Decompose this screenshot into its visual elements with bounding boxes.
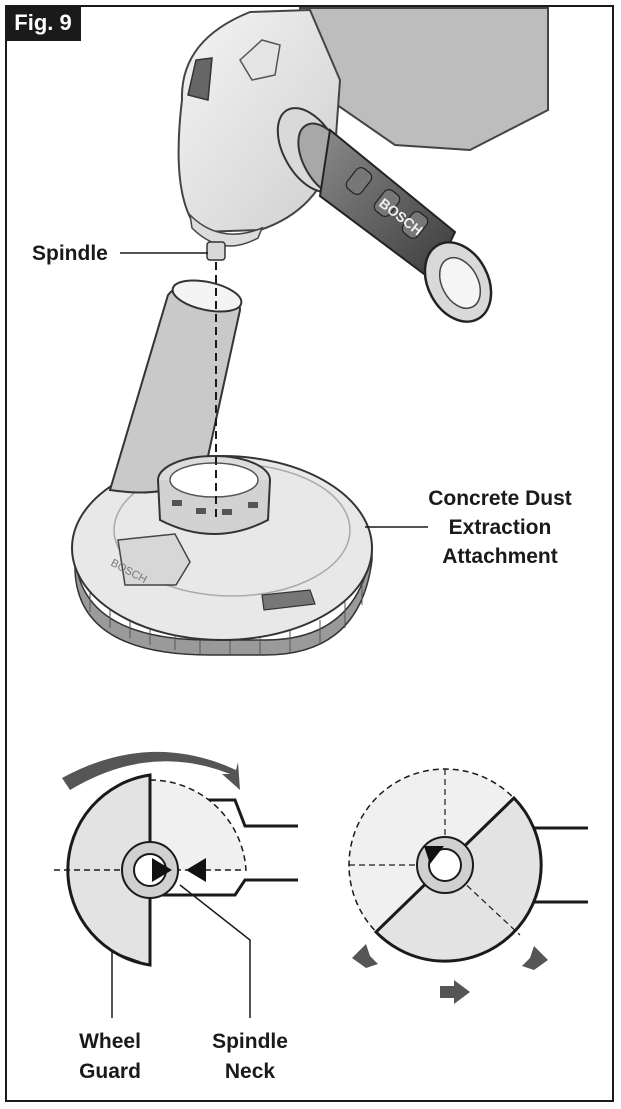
- figure-frame: [5, 5, 614, 1102]
- spindle-neck-label-line2: Neck: [225, 1060, 276, 1083]
- push-arrow-right: [522, 946, 548, 970]
- push-arrow-bottom: [440, 980, 470, 1004]
- attachment-label-line3: Attachment: [442, 545, 558, 568]
- rotated-marker-triangle: [424, 846, 444, 864]
- neck-marker-triangle: [186, 858, 206, 882]
- detail-right: [348, 768, 588, 1004]
- angle-grinder: BOSCH: [177, 7, 549, 323]
- spindle-shaft: [206, 241, 226, 261]
- dust-extraction-attachment: BOSCH: [71, 279, 373, 656]
- push-arrow-left: [352, 944, 378, 968]
- wheel-guard-label-line1: Wheel: [79, 1030, 141, 1053]
- rotation-arrow: [62, 751, 240, 790]
- spindle-neck-label-line1: Spindle: [212, 1030, 288, 1053]
- attachment-label-line2: Extraction: [449, 516, 552, 539]
- attachment-label-line1: Concrete Dust: [428, 487, 572, 510]
- spindle-label: Spindle: [32, 242, 108, 265]
- wheel-guard-label-line2: Guard: [79, 1060, 141, 1083]
- guard-marker-triangle: [152, 858, 172, 882]
- figure-tag: Fig. 9: [5, 5, 81, 41]
- side-handle: BOSCH: [276, 107, 493, 323]
- detail-left: [54, 751, 298, 967]
